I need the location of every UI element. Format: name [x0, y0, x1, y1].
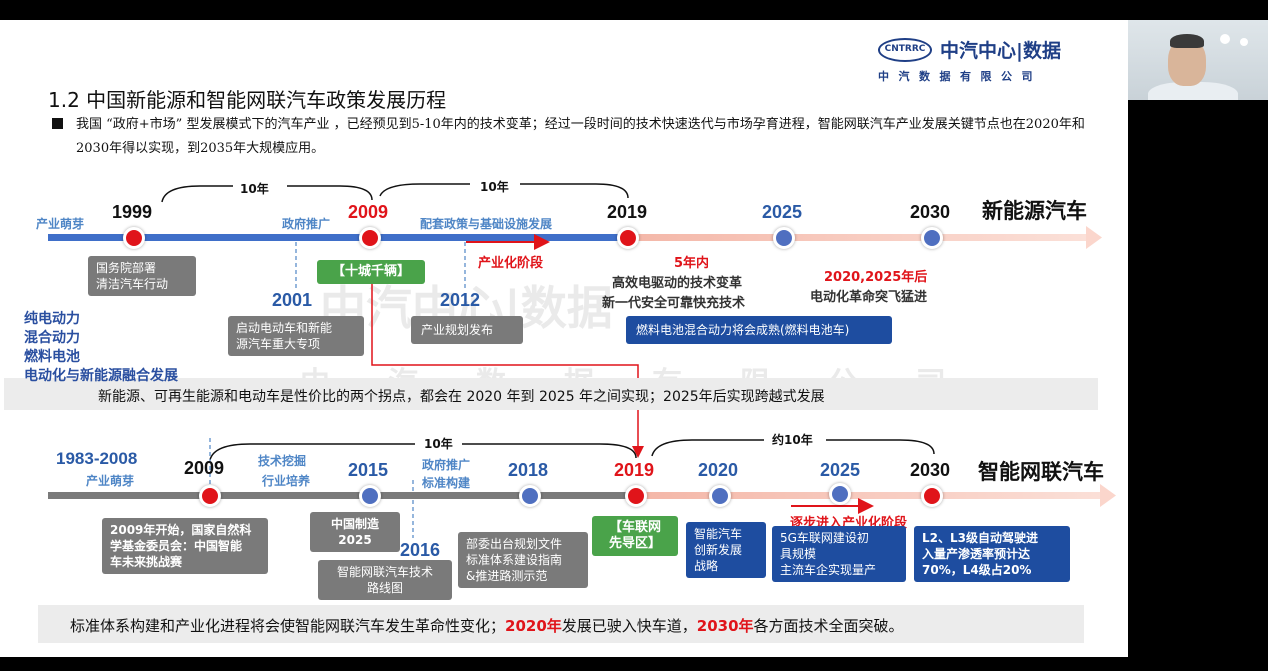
nev-year-1999: 1999	[112, 202, 153, 222]
nev-dot-2009	[359, 227, 381, 249]
nev-tech-item: 电动化与新能源融合发展	[24, 368, 178, 384]
logo-mark: CNTRRC	[878, 38, 932, 62]
icv-box-l2l3: L2、L3级自动驾驶进 入量产渗透率预计达 70%，L4级占20%	[914, 526, 1070, 582]
nev-dot-2025	[773, 227, 795, 249]
icv-span-1: 10年	[424, 437, 453, 451]
nev-year-2009: 2009	[348, 202, 389, 222]
ceiling-light	[1220, 34, 1230, 44]
icv-year-2020: 2020	[698, 460, 739, 480]
nev-label-industrialization: 产业化阶段	[478, 256, 544, 271]
nev-tech-list: 纯电动力 混合动力 燃料电池 电动化与新能源融合发展	[24, 310, 178, 386]
timeline-graphics	[48, 183, 1116, 538]
nev-year-2030: 2030	[910, 202, 951, 222]
icv-dot-2030	[921, 485, 943, 507]
nev-label-budding: 产业萌芽	[36, 217, 85, 231]
slide-title: 1.2 中国新能源和智能网联汽车政策发展历程	[48, 88, 447, 112]
bullet-icon	[52, 118, 63, 129]
nev-label-revolution: 电动化革命突飞猛进	[810, 290, 928, 305]
side-panel	[1128, 20, 1268, 671]
icv-summary-band	[38, 605, 1084, 643]
nev-timeline-bar	[48, 234, 628, 241]
icv-label-gov-push: 政府推广	[422, 458, 471, 472]
icv-timeline-future	[646, 492, 1106, 499]
window-top-bar	[0, 0, 1268, 20]
nev-year-2019: 2019	[607, 202, 648, 222]
nev-span-2: 10年	[480, 180, 509, 194]
logo-brand: 中汽中心|数据	[940, 40, 1061, 62]
nev-dot-1999	[123, 227, 145, 249]
icv-summary-part-e: 各方面技术全面突破。	[753, 617, 904, 635]
nev-dot-2019	[617, 227, 639, 249]
icv-year-2009: 2009	[184, 458, 225, 478]
icv-span-2: 约10年	[772, 433, 813, 447]
nev-summary-band	[4, 378, 1098, 410]
icv-box-5g: 5G车联网建设初 具规模 主流车企实现量产	[772, 526, 906, 582]
icv-year-1983-2008: 1983-2008	[56, 449, 138, 468]
icv-year-2019: 2019	[614, 460, 655, 480]
icv-summary-part-d: 2030年	[696, 617, 754, 635]
icv-year-2025: 2025	[820, 460, 861, 480]
nev-heading: 新能源汽车	[982, 199, 1087, 223]
icv-year-2016: 2016	[400, 540, 441, 560]
nev-span-1: 10年	[240, 182, 269, 196]
company-logo: CNTRRC 中汽中心|数据 中汽数据有限公司	[876, 36, 1076, 84]
icv-dot-2019	[625, 485, 647, 507]
icv-dot-2018	[519, 485, 541, 507]
icv-dot-2015	[359, 485, 381, 507]
icv-box-ministry: 部委出台规划文件 标准体系建设指南 &推进路测示范	[458, 532, 588, 588]
logo-company: 中汽数据有限公司	[878, 70, 1042, 83]
presentation-slide: CNTRRC 中汽中心|数据 中汽数据有限公司 1.2 中国新能源和智能网联汽车…	[0, 20, 1128, 657]
icv-label-tech-mining: 技术挖掘	[258, 454, 307, 468]
icv-heading: 智能网联汽车	[978, 460, 1104, 484]
window-bottom-bar	[0, 657, 1128, 671]
icv-summary-text: 标准体系构建和产业化进程将会使智能网联汽车发生革命性变化；2020年发展已驶入快…	[70, 615, 904, 636]
icv-year-2015: 2015	[348, 460, 389, 480]
icv-box-nsfc: 2009年开始，国家自然科 学基金委员会：中国智能 车未来挑战赛	[102, 518, 268, 574]
icv-summary-part-c: 发展已驶入快车道，	[561, 617, 697, 635]
icv-box-pilot: 【车联网 先导区】	[592, 516, 678, 556]
icv-dot-2009	[199, 485, 221, 507]
nev-label-gov-push: 政府推广	[282, 217, 331, 231]
nev-tech-item: 纯电动力	[24, 311, 80, 327]
nev-label-five-years: 5年内	[674, 256, 710, 271]
icv-box-roadmap: 智能网联汽车技术 路线图	[318, 560, 452, 600]
icv-summary-part-a: 标准体系构建和产业化进程将会使智能网联汽车发生革命性变化；	[70, 617, 506, 635]
icv-dot-2025	[829, 483, 851, 505]
icv-label-std-build: 标准构建	[422, 476, 471, 490]
nev-label-supporting: 配套政策与基础设施发展	[420, 217, 553, 231]
nev-box-fuel-cell: 燃料电池混合动力将会成熟(燃料电池车)	[626, 316, 892, 344]
nev-year-2001: 2001	[272, 290, 313, 310]
nev-tech-item: 燃料电池	[24, 349, 80, 365]
nev-box-plan: 产业规划发布	[411, 316, 523, 344]
icv-year-2018: 2018	[508, 460, 549, 480]
presenter-hair	[1170, 34, 1204, 48]
icv-box-made-in-china: 中国制造 2025	[310, 512, 400, 552]
icv-box-strategy: 智能汽车 创新发展 战略	[686, 522, 766, 578]
icv-label-budding: 产业萌芽	[86, 474, 135, 488]
nev-summary-text: 新能源、可再生能源和电动车是性价比的两个拐点，都会在 2020 年到 2025 …	[98, 389, 825, 405]
nev-year-2025: 2025	[762, 202, 803, 222]
icv-summary-part-b: 2020年	[505, 617, 562, 635]
nev-box-state-council: 国务院部署 清洁汽车行动	[88, 256, 196, 296]
nev-label-tech-change: 高效电驱动的技术变革	[612, 276, 743, 291]
icv-dot-2020	[709, 485, 731, 507]
icv-year-2030: 2030	[910, 460, 951, 480]
nev-tech-item: 混合动力	[24, 330, 80, 346]
nev-dot-2030	[921, 227, 943, 249]
nev-box-ten-cities: 【十城千辆】	[317, 260, 425, 284]
icv-label-industry: 行业培养	[262, 474, 311, 488]
webcam-video	[1128, 20, 1268, 100]
ceiling-light	[1240, 38, 1248, 46]
nev-timeline-future	[628, 234, 1088, 241]
intro-paragraph: 我国 “政府+市场” 型发展模式下的汽车产业 ，已经预见到5-10年内的技术变革…	[76, 117, 1085, 156]
nev-box-major-project: 启动电动车和新能 源汽车重大专项	[228, 316, 364, 356]
nev-label-battery: 新一代安全可靠快充技术	[602, 296, 746, 311]
nev-year-2012: 2012	[440, 290, 481, 310]
nev-label-2025-after: 2020,2025年后	[824, 270, 928, 285]
presenter-body	[1148, 82, 1238, 100]
icv-timeline-bar	[48, 492, 646, 499]
